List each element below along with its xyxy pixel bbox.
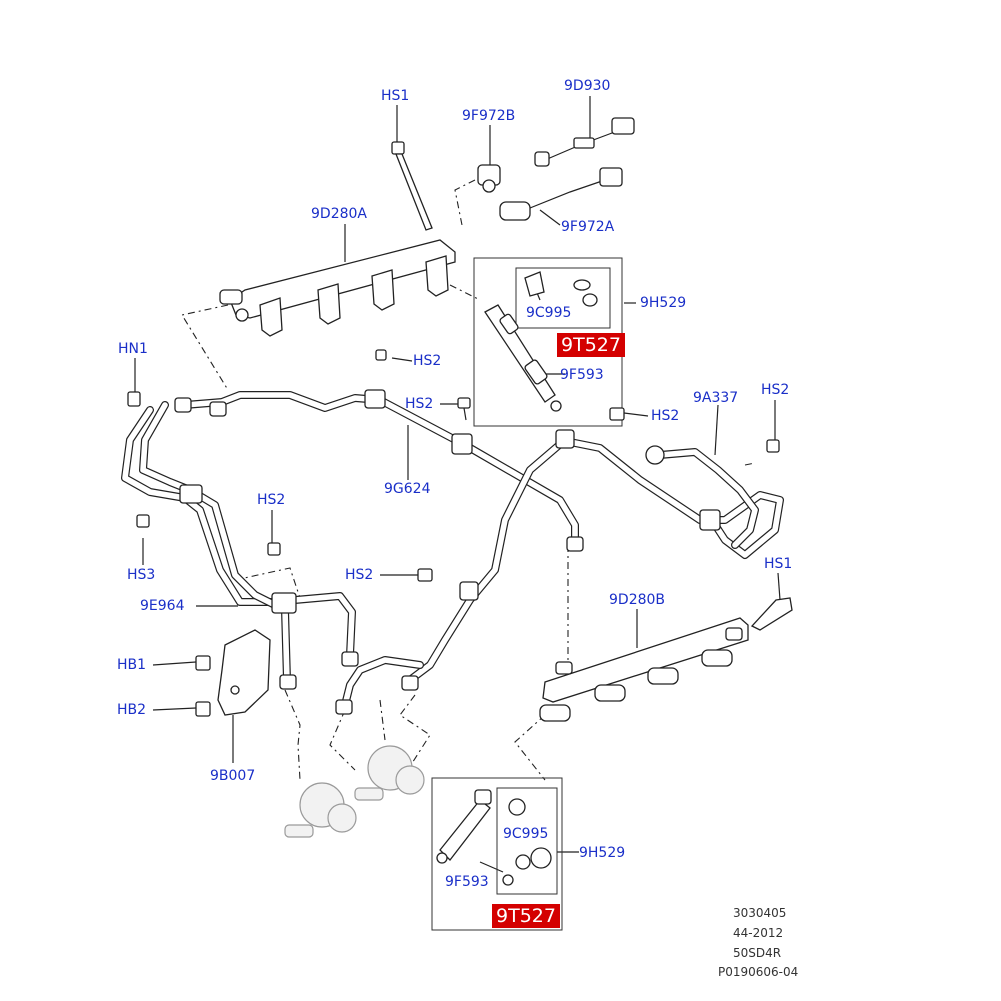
label-9a337: 9A337 bbox=[693, 390, 739, 406]
label-9h529-top: 9H529 bbox=[640, 295, 687, 311]
label-9d280a: 9D280A bbox=[311, 206, 367, 222]
reference-line-1: 3030405 bbox=[733, 906, 787, 920]
label-hn1: HN1 bbox=[118, 341, 148, 357]
label-9d930: 9D930 bbox=[564, 78, 611, 94]
label-9f593-bottom: 9F593 bbox=[445, 874, 489, 890]
label-9c995-bottom: 9C995 bbox=[503, 826, 549, 842]
label-hs2-a: HS2 bbox=[413, 353, 442, 369]
label-9e964: 9E964 bbox=[140, 598, 185, 614]
label-hs3: HS3 bbox=[127, 567, 156, 583]
fuel-rail-lower bbox=[539, 617, 749, 722]
label-9g624: 9G624 bbox=[384, 481, 431, 497]
sensor-9f972b bbox=[477, 164, 501, 193]
label-hs2-e: HS2 bbox=[257, 492, 286, 508]
pipe-clips bbox=[174, 389, 721, 715]
fuel-rail-upper bbox=[219, 239, 456, 337]
leader-lines bbox=[134, 96, 781, 873]
reference-line-2: 44-2012 bbox=[733, 926, 784, 940]
reference-line-4: P0190606-04 bbox=[718, 965, 799, 979]
label-9f972a: 9F972A bbox=[561, 219, 615, 235]
harness-9d930 bbox=[534, 117, 635, 167]
label-9f972b: 9F972B bbox=[462, 108, 516, 124]
seal-kit-box-top bbox=[515, 267, 611, 329]
seal-kit-bottom bbox=[502, 798, 552, 886]
label-hs1-top: HS1 bbox=[381, 88, 410, 104]
label-hb2: HB2 bbox=[117, 702, 147, 718]
label-9f593-top: 9F593 bbox=[560, 367, 604, 383]
injector-kit-box-bottom bbox=[431, 777, 563, 931]
label-9c995-top: 9C995 bbox=[526, 305, 572, 321]
reference-line-3: 50SD4R bbox=[733, 946, 782, 960]
sensor-9f972a bbox=[499, 167, 623, 221]
label-hs2-c: HS2 bbox=[651, 408, 680, 424]
label-hs2-b: HS2 bbox=[405, 396, 434, 412]
label-hs2-d: HS2 bbox=[761, 382, 790, 398]
high-pressure-pumps-ghost bbox=[284, 745, 425, 838]
label-hs1-right: HS1 bbox=[764, 556, 793, 572]
label-9h529-bottom: 9H529 bbox=[579, 845, 626, 861]
label-9b007: 9B007 bbox=[210, 768, 256, 784]
bolt-hs1-top bbox=[391, 141, 433, 231]
seal-kit-top bbox=[524, 271, 598, 307]
label-9t527-top: 9T527 bbox=[557, 333, 625, 357]
label-hs2-f: HS2 bbox=[345, 567, 374, 583]
injector-bottom bbox=[436, 789, 492, 864]
small-fasteners bbox=[127, 349, 793, 717]
fuel-pipes bbox=[121, 391, 784, 709]
injector-top bbox=[484, 304, 562, 412]
label-9d280b: 9D280B bbox=[609, 592, 666, 608]
label-9t527-bottom: 9T527 bbox=[492, 904, 560, 928]
assembly-lines bbox=[181, 179, 756, 791]
label-hb1: HB1 bbox=[117, 657, 147, 673]
bracket-9b007 bbox=[217, 629, 271, 716]
seal-kit-box-bottom bbox=[496, 787, 558, 895]
